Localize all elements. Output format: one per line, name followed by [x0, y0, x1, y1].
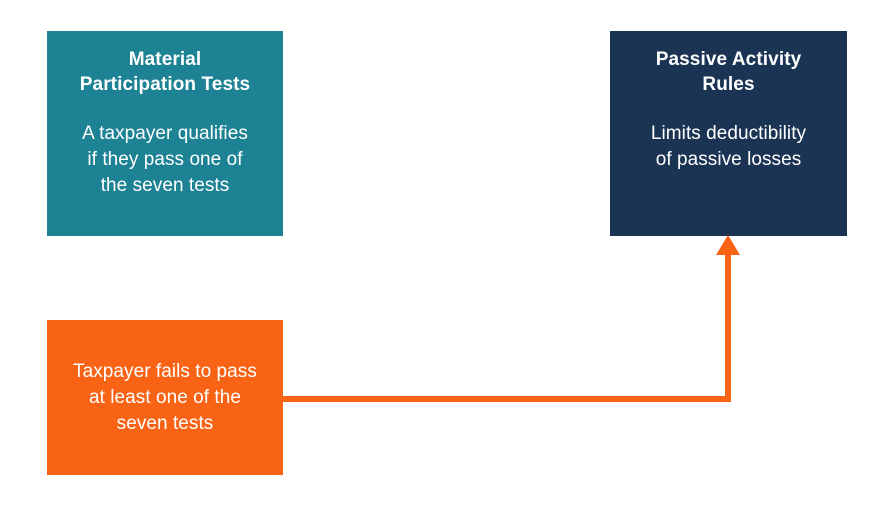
node-material-participation-tests[interactable]: Material Participation Tests A taxpayer … — [47, 31, 283, 236]
node-body: A taxpayer qualifies if they pass one of… — [82, 123, 248, 196]
node-body: Taxpayer fails to pass at least one of t… — [73, 360, 257, 434]
connector-horizontal-segment — [281, 396, 731, 402]
arrow-up-icon — [716, 235, 740, 255]
node-taxpayer-fails[interactable]: Taxpayer fails to pass at least one of t… — [47, 320, 283, 475]
node-body: Limits deductibility of passive losses — [650, 123, 807, 170]
node-passive-activity-rules[interactable]: Passive Activity Rules Limits deductibil… — [610, 31, 847, 236]
node-title: Material Participation Tests — [79, 49, 251, 95]
node-title: Passive Activity Rules — [655, 49, 802, 95]
connector-vertical-segment — [725, 254, 731, 400]
